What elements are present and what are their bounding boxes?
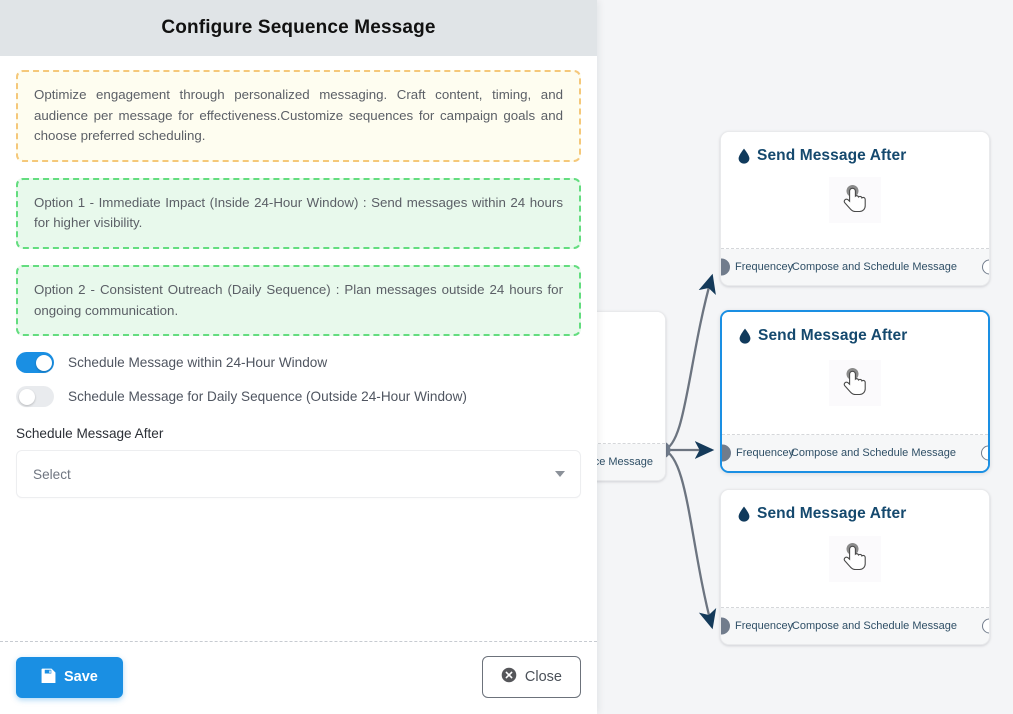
- option-1-alert: Option 1 - Immediate Impact (Inside 24-H…: [16, 177, 581, 250]
- hand-pointer-cursor-icon: [829, 535, 881, 582]
- node-center: [738, 164, 972, 240]
- save-icon: [41, 668, 56, 687]
- chevron-down-icon[interactable]: [555, 471, 565, 478]
- configure-sequence-message-dialog: Configure Sequence Message Optimize enga…: [0, 0, 597, 714]
- schedule-message-after-select[interactable]: Select: [16, 450, 581, 499]
- info-alert-optimize-engagement: Optimize engagement through personalized…: [16, 70, 581, 162]
- source-handle[interactable]: [982, 618, 989, 634]
- node-body: Send Message After: [721, 132, 989, 249]
- source-handle[interactable]: [982, 259, 989, 275]
- save-button-label: Save: [64, 669, 98, 685]
- node-title-text: Send Message After: [757, 505, 907, 523]
- node-footer-right-label: Compose and Schedule Message: [791, 261, 957, 273]
- flow-node-send-message-after-2-selected[interactable]: Send Message After Frequencey Compose an…: [720, 310, 990, 473]
- close-button[interactable]: Close: [481, 656, 581, 698]
- node-footer-right-label: ce Message: [593, 456, 653, 468]
- water-drop-icon: [738, 506, 750, 522]
- node-title-text: Send Message After: [757, 147, 907, 165]
- node-footer-right-label: Compose and Schedule Message: [791, 620, 957, 632]
- node-footer: Frequencey Compose and Schedule Message: [721, 249, 989, 285]
- dialog-body: Optimize engagement through personalized…: [0, 56, 597, 641]
- edge-to-node-1: [662, 273, 716, 452]
- toggle-knob: [18, 388, 35, 405]
- close-button-label: Close: [524, 669, 562, 685]
- node-footer: Frequencey Compose and Schedule Message: [722, 435, 988, 471]
- node-title-row: Send Message After: [738, 148, 972, 164]
- toggle-schedule-daily-sequence[interactable]: [16, 386, 54, 408]
- toggle-knob: [35, 354, 52, 371]
- schedule-message-after-label: Schedule Message After: [16, 426, 164, 442]
- node-footer-right-label: Compose and Schedule Message: [790, 447, 956, 459]
- node-center: [739, 344, 971, 426]
- toggle-schedule-within-24-hour-window[interactable]: [16, 352, 54, 374]
- node-footer-left-label: Frequencey: [735, 261, 794, 273]
- toggle-label-within-24-hour: Schedule Message within 24-Hour Window: [68, 355, 328, 371]
- toggle-label-daily-sequence: Schedule Message for Daily Sequence (Out…: [68, 389, 467, 405]
- node-body: Send Message After: [721, 490, 989, 608]
- node-footer: Frequencey Compose and Schedule Message: [721, 608, 989, 644]
- flow-node-send-message-after-3[interactable]: Send Message After Frequencey Compose an…: [720, 489, 990, 645]
- source-handle[interactable]: [981, 445, 988, 461]
- save-button[interactable]: Save: [16, 656, 123, 698]
- node-title-row: Send Message After: [738, 506, 972, 522]
- node-center: [738, 522, 972, 599]
- toggle-row-within-24-hour[interactable]: Schedule Message within 24-Hour Window: [16, 352, 581, 374]
- hand-pointer-cursor-icon: [829, 360, 881, 406]
- water-drop-icon: [739, 328, 751, 344]
- water-drop-icon: [738, 148, 750, 164]
- select-value: Select: [33, 466, 71, 482]
- target-handle[interactable]: [722, 444, 731, 462]
- node-footer-left-label: Frequencey: [735, 620, 794, 632]
- target-handle[interactable]: [721, 258, 730, 276]
- page-title: Configure Sequence Message: [161, 17, 436, 38]
- close-icon: [501, 667, 517, 687]
- node-title-text: Send Message After: [758, 327, 908, 345]
- flow-node-send-message-after-1[interactable]: Send Message After Frequencey Compose an…: [720, 131, 990, 286]
- dialog-header: Configure Sequence Message: [0, 0, 597, 56]
- node-footer-left-label: Frequencey: [736, 447, 795, 459]
- target-handle[interactable]: [721, 617, 730, 635]
- toggle-row-daily-sequence[interactable]: Schedule Message for Daily Sequence (Out…: [16, 386, 581, 408]
- dialog-footer: Save Close: [0, 641, 597, 714]
- edge-to-node-3: [662, 448, 717, 630]
- node-body: Send Message After: [722, 312, 988, 435]
- node-title-row: Send Message After: [739, 328, 971, 344]
- hand-pointer-cursor-icon: [829, 177, 881, 223]
- option-2-alert: Option 2 - Consistent Outreach (Daily Se…: [16, 265, 581, 337]
